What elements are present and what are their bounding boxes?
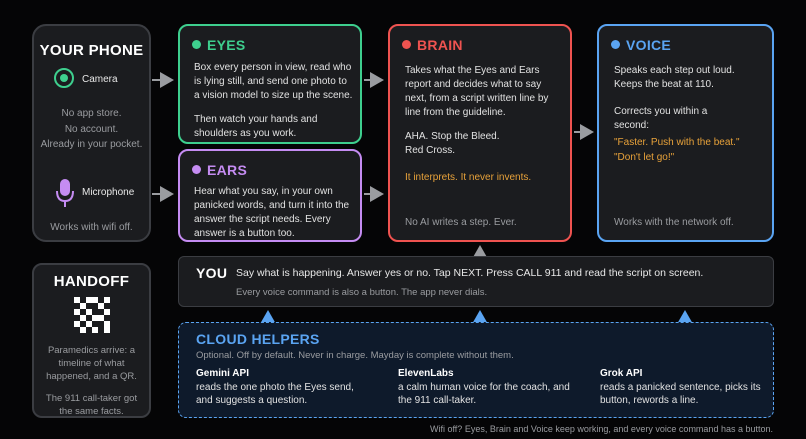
eyes-title: EYES <box>192 37 246 53</box>
you-main: Say what is happening. Answer yes or no.… <box>236 267 704 279</box>
helper-elevenlabs-name: ElevenLabs <box>398 368 454 379</box>
voice-quote-1: "Faster. Push with the beat." <box>614 137 740 148</box>
phone-footer: Works with wifi off. <box>50 222 133 233</box>
eyes-dot-icon <box>192 40 201 49</box>
microphone-icon <box>56 179 74 207</box>
camera-icon <box>54 68 74 88</box>
qr-code-icon <box>74 297 110 333</box>
ears-dot-icon <box>192 165 201 174</box>
eyes-body-1: Box every person in view, read who is ly… <box>194 62 353 101</box>
handoff-body-1: Paramedics arrive: a timeline of what ha… <box>46 345 137 382</box>
eyes-body-2: Then watch your hands and shoulders as y… <box>194 114 318 139</box>
voice-title: VOICE <box>611 37 671 53</box>
voice-dot-icon <box>611 40 620 49</box>
cloud-helpers-card: CLOUD HELPERS Optional. Off by default. … <box>178 322 774 418</box>
ears-body: Hear what you say, in your own panicked … <box>194 186 350 239</box>
helper-gemini-name: Gemini API <box>196 368 249 379</box>
voice-body-2: Corrects you within a second: <box>614 106 708 131</box>
voice-card: VOICE Speaks each step out loud. Keeps t… <box>597 24 774 242</box>
phone-line-3: Already in your pocket. <box>40 139 143 150</box>
brain-card: BRAIN Takes what the Eyes and Ears repor… <box>388 24 572 242</box>
helper-grok-name: Grok API <box>600 368 643 379</box>
handoff-title: HANDOFF <box>53 273 130 290</box>
brain-title: BRAIN <box>402 37 463 53</box>
you-card: YOU Say what is happening. Answer yes or… <box>178 256 774 307</box>
handoff-body-2: The 911 call-taker got the same facts. <box>45 393 138 417</box>
phone-line-1: No app store. <box>61 108 122 119</box>
microphone-label: Microphone <box>82 187 135 198</box>
brain-highlight: It interprets. It never invents. <box>405 172 532 183</box>
phone-card: YOUR PHONE Camera No app store. No accou… <box>32 24 151 242</box>
phone-line-2: No account. <box>64 124 119 135</box>
brain-footer: No AI writes a step. Ever. <box>405 217 517 228</box>
helper-grok-desc: reads a panicked sentence, picks its but… <box>600 382 761 406</box>
cloud-title: CLOUD HELPERS <box>196 331 320 347</box>
eyes-card: EYES Box every person in view, read who … <box>178 24 362 144</box>
ears-card: EARS Hear what you say, in your own pani… <box>178 149 362 242</box>
phone-title: YOUR PHONE <box>39 42 144 59</box>
handoff-card: HANDOFF Paramedics arrive: a timeline of… <box>32 263 151 418</box>
you-sub: Every voice command is also a button. Th… <box>236 287 488 298</box>
camera-label: Camera <box>82 74 118 85</box>
brain-dot-icon <box>402 40 411 49</box>
voice-body-1: Speaks each step out loud. Keeps the bea… <box>614 65 735 90</box>
helper-elevenlabs-desc: a calm human voice for the coach, and th… <box>398 382 570 406</box>
helper-gemini-desc: reads the one photo the Eyes send, and s… <box>196 382 354 406</box>
cloud-subtitle: Optional. Off by default. Never in charg… <box>196 350 514 361</box>
brain-body-1: Takes what the Eyes and Ears report and … <box>405 65 549 118</box>
ears-title: EARS <box>192 162 247 178</box>
brain-body-2: AHA. Stop the Bleed. Red Cross. <box>405 131 500 156</box>
footer-note: Wifi off? Eyes, Brain and Voice keep wor… <box>429 424 773 434</box>
voice-footer: Works with the network off. <box>614 217 734 228</box>
voice-quote-2: "Don't let go!" <box>614 152 675 163</box>
you-title: YOU <box>196 265 228 281</box>
